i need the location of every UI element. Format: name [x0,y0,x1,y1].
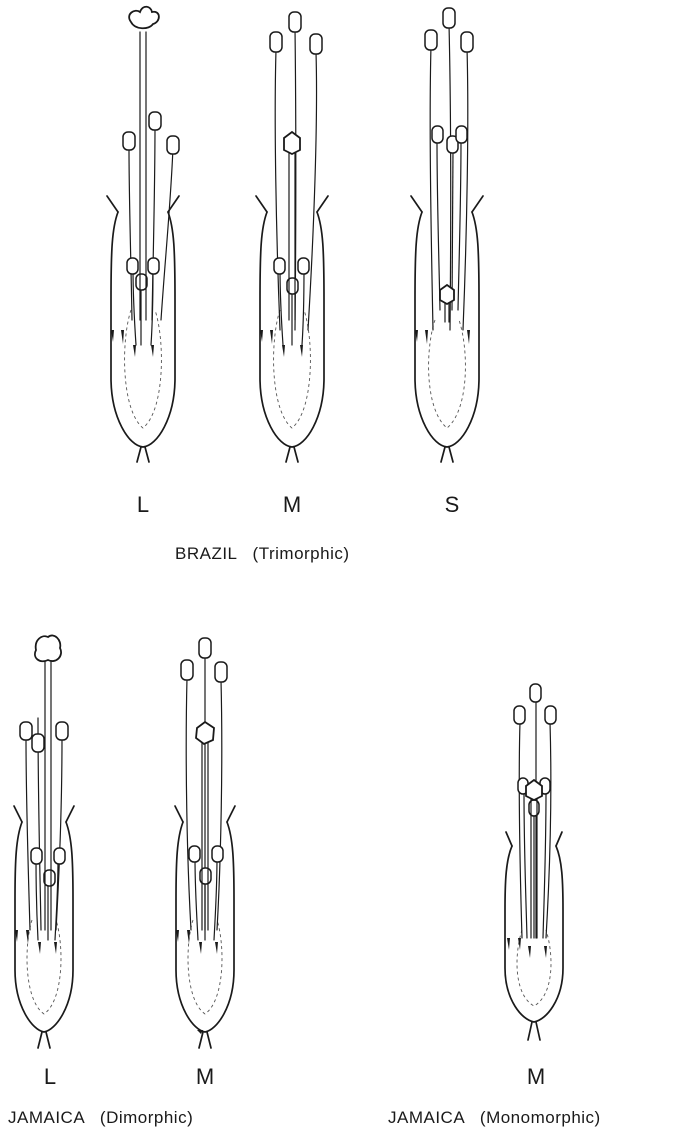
morph-label-brazil-s: S [445,492,460,517]
flower-jamaica-monomorphic [505,684,563,1040]
morph-label-brazil-l: L [137,492,149,517]
stamens [270,12,322,345]
stamens [20,718,68,940]
stamens [425,8,473,330]
flower-brazil-short [411,8,483,462]
flower-jamaica-mid [175,638,235,1048]
flower-jamaica-long [14,635,74,1048]
calyx-tube [107,196,179,462]
stamens [181,638,227,940]
brazil-row: L M S BRAZIL (Trimorphic) [107,7,483,563]
morph-label-jamaica-mono-m: M [527,1064,545,1089]
stamens [123,112,179,345]
stamens [514,684,556,938]
jamaica-row: L M M JAMAICA (Dimorphic) JAMAICA (Monom… [8,635,601,1127]
morph-label-jamaica-m: M [196,1064,214,1089]
calyx-tube [14,806,74,1048]
caption-brazil-trimorphic: BRAZIL (Trimorphic) [175,544,350,563]
flower-brazil-long [107,7,179,462]
flower-brazil-mid [256,12,328,462]
caption-jamaica-dimorphic: JAMAICA (Dimorphic) [8,1108,193,1127]
caption-jamaica-monomorphic: JAMAICA (Monomorphic) [388,1108,601,1127]
morph-label-jamaica-l: L [44,1064,56,1089]
calyx-tube [411,196,483,462]
morph-label-brazil-m: M [283,492,301,517]
